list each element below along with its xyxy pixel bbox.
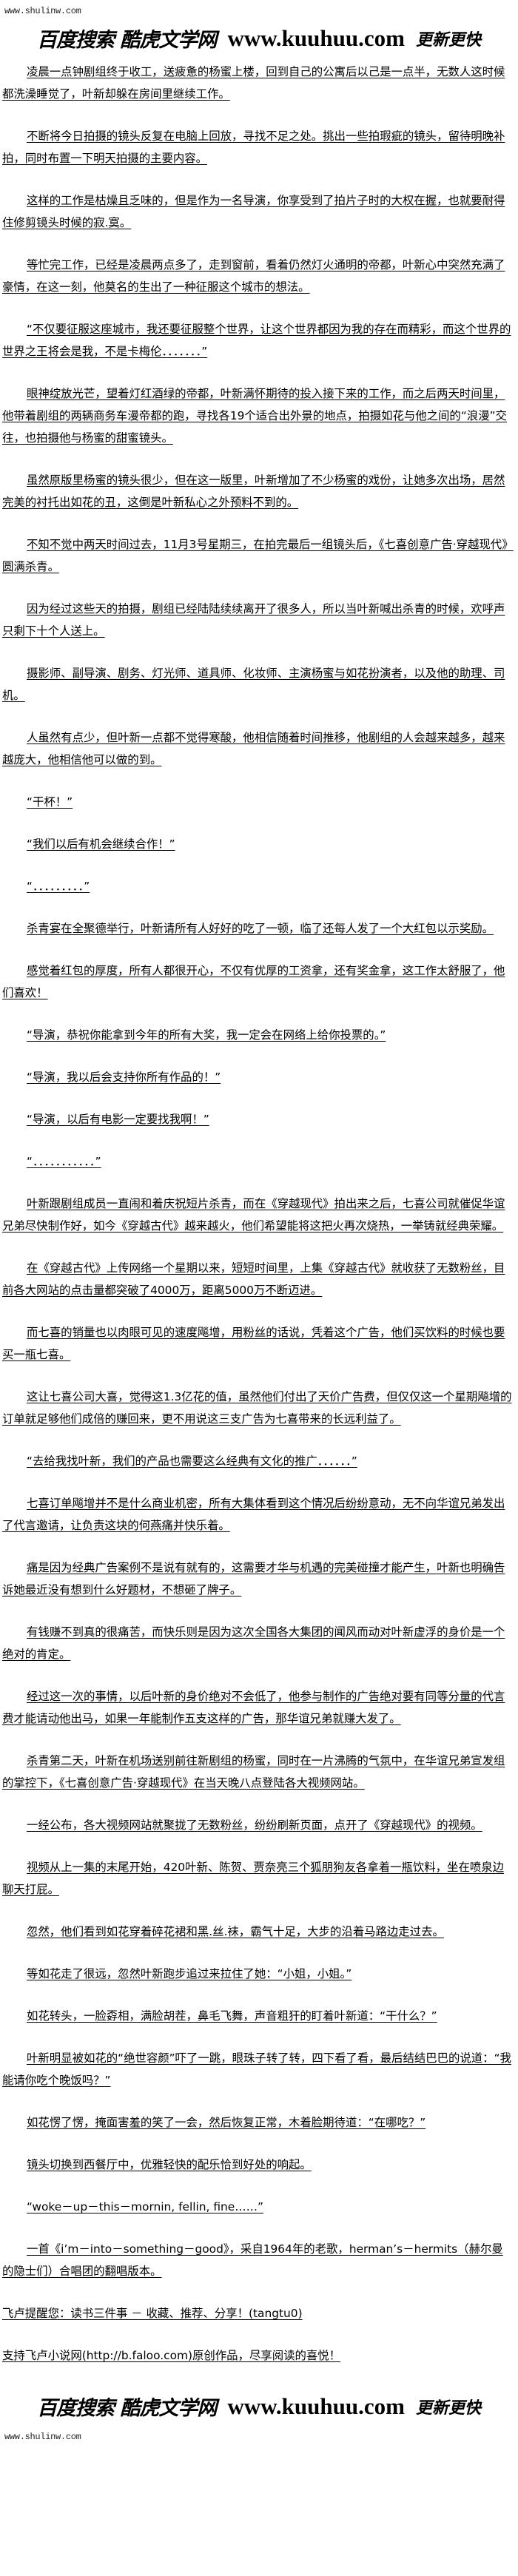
banner-slogan: 更新更快 [416, 2398, 482, 2418]
paragraph: 而七喜的销量也以肉眼可见的速度飚增，用粉丝的话说，凭着这个广告，他们买饮料的时候… [2, 1326, 505, 1361]
paragraph: “不仅要征服这座城市，我还要征服整个世界，让这个世界都因为我的存在而精彩，而这个… [2, 323, 511, 358]
paragraph: 感觉着红包的厚度，所有人都很开心，不仅有优厚的工资拿，还有奖金拿，这工作太舒服了… [2, 964, 505, 999]
paragraph: 这样的工作是枯燥且乏味的，但是作为一名导演，你享受到了拍片子时的大权在握，也就要… [2, 194, 505, 229]
site-url: www.shulinw.com [4, 2432, 81, 2442]
paragraph: “．．．．．．．．．” [27, 880, 90, 893]
paragraph: 在《穿越古代》上传网络一个星期以来，短短时间里，上集《穿越古代》就收获了无数粉丝… [2, 1261, 505, 1297]
paragraph: “干杯！” [27, 795, 73, 809]
paragraph: 如花转头，一脸孬相，满脸胡茬，鼻毛飞舞，声音粗犴的盯着叶新道：“干什么？” [27, 2009, 437, 2023]
paragraph: 经过这一次的事情，以后叶新的身价绝对不会低了，他参与制作的广告绝对要有同等分量的… [2, 1690, 505, 1725]
reminder-text: 飞卢提醒您：读书三件事 － 收藏、推荐、分享！(tangtu0) [2, 2307, 303, 2320]
support-text: 支持飞卢小说网(http://b.faloo.com)原创作品，尽享阅读的喜悦！ [2, 2349, 341, 2362]
paragraph: 摄影师、副导演、剧务、灯光师、道具师、化妆师、主演杨蜜与如花扮演者，以及他的助理… [2, 667, 505, 702]
banner-slogan: 更新更快 [416, 30, 482, 50]
paragraph: 痛是因为经典广告案例不是说有就有的，这需要才华与机遇的完美碰撞才能产生，叶新也明… [2, 1561, 505, 1596]
paragraph: “．．．．．．．．．．．” [27, 1155, 101, 1168]
paragraph: 杀青第二天，叶新在机场送别前往新剧组的杨蜜，同时在一片沸腾的气氛中，在华谊兄弟宣… [2, 1754, 505, 1790]
paragraph: 不知不觉中两天时间过去，11月3号星期三，在拍完最后一组镜头后，《七喜创意广告·… [2, 538, 514, 573]
paragraph: 这让七喜公司大喜，觉得这1.3亿花的值，虽然他们付出了天价广告费，但仅仅这一个星… [2, 1390, 512, 1426]
paragraph: 叶新跟剧组成员一直闹和着庆祝短片杀青，而在《穿越现代》拍出来之后，七喜公司就催促… [2, 1197, 505, 1233]
paragraph: 凌晨一点钟剧组终于收工，送疲惫的杨蜜上楼，回到自己的公寓后以己是一点半，无数人这… [2, 65, 505, 101]
paragraph: 因为经过这些天的拍摄，剧组已经陆陆续续离开了很多人，所以当叶新喊出杀青的时候，欢… [2, 602, 505, 638]
paragraph: 镜头切换到西餐厅中，优雅轻快的配乐恰到好处的响起。 [27, 2158, 312, 2171]
paragraph: 有钱赚不到真的很痛苦，而快乐则是因为这次全国各大集团的闻风而动对叶新虚浮的身价是… [2, 1625, 505, 1661]
header-banner: 百度搜索 酷虎文学网 www.kuuhuu.com 更新更快 [0, 24, 518, 56]
paragraph: 忽然，他们看到如花穿着碎花裙和黑.丝.袜，霸气十足，大步的沿着马路边走过去。 [27, 1925, 444, 1938]
paragraph: “去给我找叶新，我们的产品也需要这么经典有文化的推广．．．．．．” [27, 1454, 357, 1468]
banner-title: 百度搜索 酷虎文学网 [36, 2397, 217, 2420]
paragraph: “我们以后有机会继续合作！” [27, 837, 175, 851]
paragraph: 人虽然有点少，但叶新一点都不觉得寒酸，他相信随着时间推移，他剧组的人会越来越多，… [2, 731, 505, 766]
chapter-content: 凌晨一点钟剧组终于收工，送疲惫的杨蜜上楼，回到自己的公寓后以己是一点半，无数人这… [0, 61, 518, 2282]
paragraph: 一经公布，各大视频网站就聚拢了无数粉丝，纷纷刷新页面，点开了《穿越现代》的视频。 [27, 1818, 482, 1832]
chapter-footer: 飞卢提醒您：读书三件事 － 收藏、推荐、分享！(tangtu0) 支持飞卢小说网… [0, 2302, 518, 2367]
paragraph: “导演，以后有电影一定要找我啊！” [27, 1113, 209, 1126]
paragraph: 等如花走了很远，忽然叶新跑步追过来拉住了她：“小姐，小姐。” [27, 1967, 352, 1980]
paragraph: 等忙完工作，已经是凌晨两点多了，走到窗前，看着仍然灯火通明的帝都，叶新心中突然充… [2, 258, 505, 294]
site-url: www.shulinw.com [4, 6, 81, 16]
paragraph: “导演，恭祝你能拿到今年的所有大奖，我一定会在网络上给你投票的。” [27, 1028, 386, 1042]
paragraph: 眼神绽放光芒，望着灯红酒绿的帝都，叶新满怀期待的投入接下来的工作，而之后两天时间… [2, 387, 507, 445]
paragraph: 一首《i’m－into－something－good》，采自1964年的老歌，h… [2, 2242, 503, 2278]
banner-url: www.kuuhuu.com [227, 2393, 405, 2419]
banner-url: www.kuuhuu.com [227, 24, 405, 51]
paragraph: “导演，我以后会支持你所有作品的！” [27, 1070, 221, 1084]
paragraph: 如花愣了愣，掩面害羞的笑了一会，然后恢复正常，木着脸期待道：“在哪吃？” [27, 2116, 426, 2129]
paragraph: 七喜订单飚增并不是什么商业机密，所有大集体看到这个情况后纷纷意动，无不向华谊兄弟… [2, 1497, 505, 1532]
paragraph: 不断将今日拍摄的镜头反复在电脑上回放，寻找不足之处。挑出一些拍瑕疵的镜头，留待明… [2, 129, 505, 165]
paragraph: 虽然原版里杨蜜的镜头很少，但在这一版里，叶新增加了不少杨蜜的戏份，让她多次出场，… [2, 473, 505, 509]
banner-title: 百度搜索 酷虎文学网 [36, 29, 217, 52]
paragraph: 视频从上一集的末尾开始，420叶新、陈贺、贾奈亮三个狐朋狗友各拿着一瓶饮料，坐在… [2, 1861, 505, 1896]
paragraph: 杀青宴在全聚德举行，叶新请所有人好好的吃了一顿，临了还每人发了一个大红包以示奖励… [27, 922, 494, 935]
footer-banner: 百度搜索 酷虎文学网 www.kuuhuu.com 更新更快 [0, 2392, 518, 2424]
paragraph: “woke－up－this－mornin, fellin, fine……” [27, 2200, 264, 2213]
paragraph: 叶新明显被如花的“绝世容颜”吓了一跳，眼珠子转了转，四下看了看，最后结结巴巴的说… [2, 2051, 511, 2087]
